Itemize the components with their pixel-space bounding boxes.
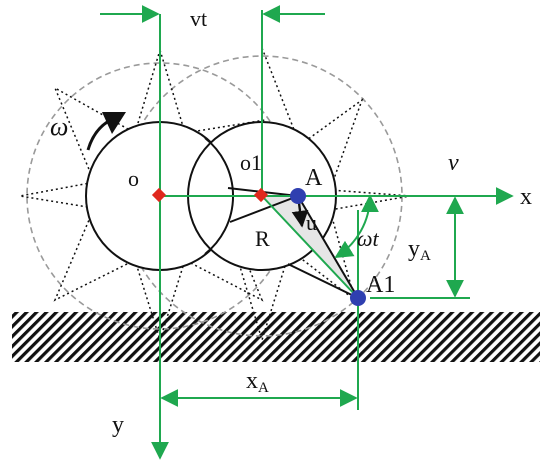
line-lower-to-A1 <box>287 263 359 299</box>
line-o1-to-A1 <box>261 195 359 299</box>
label-v: v <box>448 150 459 176</box>
center-point-o1 <box>253 187 269 203</box>
dotted-star-right <box>234 47 411 343</box>
point-A <box>290 188 306 204</box>
u-velocity-arrow <box>291 202 309 228</box>
label-o: o <box>128 166 139 191</box>
label-o1: o1 <box>240 150 262 175</box>
label-y: y <box>112 412 124 438</box>
center-point-o <box>151 187 167 203</box>
label-u: u <box>306 210 317 235</box>
ground-hatch <box>12 312 540 362</box>
label-yA: yA <box>408 236 431 264</box>
line-radius-R <box>229 195 299 223</box>
label-xA: xA <box>246 368 269 396</box>
label-vt: vt <box>190 6 207 31</box>
label-A1: A1 <box>366 272 395 298</box>
point-A1 <box>350 290 366 306</box>
label-R: R <box>255 226 270 251</box>
omega-t-angle-arc <box>334 194 379 258</box>
label-A: A <box>305 165 323 191</box>
label-omega: ω <box>50 112 68 141</box>
rotation-arrowhead <box>102 112 126 134</box>
label-omega-t: ωt <box>357 226 380 251</box>
label-x: x <box>520 184 532 210</box>
